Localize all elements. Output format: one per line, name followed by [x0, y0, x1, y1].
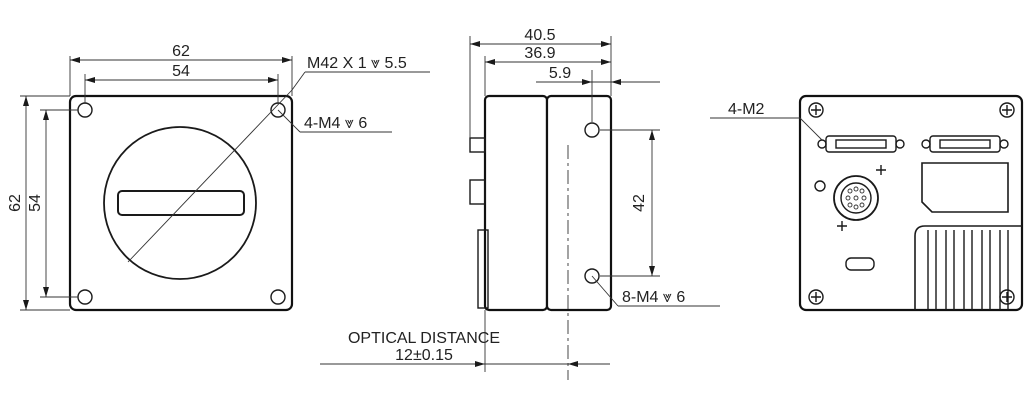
- status-port: [845, 257, 875, 271]
- plus-icon: [837, 221, 847, 231]
- front-hole-callout-text: 4-M4 ⩔ 6: [304, 115, 367, 132]
- side-hole-callout-text: 8-M4 ⩔ 6: [622, 289, 685, 306]
- screw-icon: [808, 289, 824, 305]
- connector-right: [921, 135, 1009, 153]
- mount-diameter-leader: [127, 89, 293, 263]
- lens-mount-circle: [103, 126, 257, 280]
- optical-distance-value: 12±0.15: [395, 347, 453, 364]
- rear-view: 4-M2: [710, 94, 1024, 312]
- plus-icon: [876, 165, 886, 175]
- side-mount-flange: [477, 229, 489, 309]
- optical-distance-label: OPTICAL DISTANCE: [348, 330, 500, 347]
- dim-height-inner: 54: [27, 194, 44, 212]
- side-mount-tab-mid: [469, 179, 486, 205]
- side-housing-rear: [545, 94, 613, 312]
- screw-icon: [999, 289, 1015, 305]
- dim-body: 36.9: [524, 45, 555, 62]
- led-indicator: [814, 180, 826, 192]
- dim-total: 40.5: [524, 27, 555, 44]
- heat-sink: [914, 225, 1022, 310]
- sensor-slot: [117, 190, 245, 216]
- hole-callout-leader: [277, 109, 301, 133]
- mount-hole-bottom-right: [270, 289, 286, 305]
- connector-callout-text: 4-M2: [728, 101, 765, 118]
- side-view: 40.5 36.9 5.9 42 8-M4 ⩔ 6 OPTICAL DISTAN…: [320, 27, 720, 380]
- dim-hole-offset: 5.9: [549, 65, 571, 82]
- screw-icon: [808, 102, 824, 118]
- mount-callout-leader: [291, 71, 306, 91]
- mount-callout-text: M42 X 1 ⩔ 5.5: [307, 55, 407, 72]
- dim-height-outer: 62: [7, 194, 24, 212]
- side-hole-top: [584, 122, 600, 138]
- dim-width-inner: 54: [172, 63, 190, 80]
- dim-hole-spacing: 42: [631, 194, 648, 212]
- front-view: M42 X 1 ⩔ 5.5 4-M4 ⩔ 6 62 54 62 54: [7, 43, 430, 312]
- connector-left: [817, 135, 905, 153]
- rear-housing: [798, 94, 1024, 312]
- power-connector: [833, 175, 879, 221]
- side-housing-front: [483, 94, 549, 312]
- side-hole-bottom: [584, 268, 600, 284]
- side-mount-tab-top: [469, 137, 486, 153]
- screw-icon: [999, 102, 1015, 118]
- dim-width-outer: 62: [172, 43, 190, 60]
- label-plate: [921, 162, 1009, 213]
